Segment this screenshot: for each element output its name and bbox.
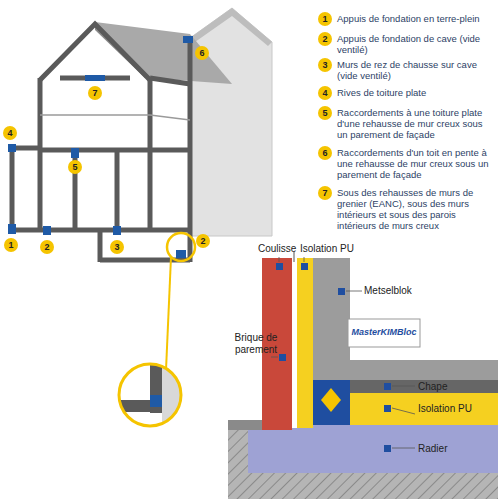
legend-text: Raccordements à une toiture plate d'une … [337,107,495,140]
legend-text: Raccordements d'un toit en pente à une r… [337,147,495,180]
legend-number: 4 [318,86,332,100]
legend-number: 2 [318,32,332,46]
legend-number: 5 [318,106,332,120]
part-label: Brique de parement [226,332,286,355]
legend-text: Appuis de fondation de cave (vide ventil… [337,33,495,55]
legend-number: 3 [318,58,332,72]
legend-text: Sous des rehausses de murs de grenier (E… [337,187,495,231]
callout-number: 4 [3,126,17,140]
part-label: Isolation PU [418,403,493,415]
logo-text: MasterKIMBloc [350,327,418,339]
legend-text: Appuis de fondation en terre-plein [337,13,495,24]
legend-number: 7 [318,186,332,200]
callout-number: 3 [110,240,124,254]
part-label: Metselblok [364,285,434,297]
legend-number: 1 [318,12,332,26]
legend-text: Murs de rez de chausse sur cave (vide ve… [337,59,495,81]
callout-number: 2 [196,234,210,248]
callout-number: 6 [195,46,209,60]
part-label: Isolation PU [300,243,370,255]
callout-number: 7 [88,86,102,100]
part-label: Radier [418,443,488,455]
part-label: Chape [418,381,488,393]
part-label: Coulisse [258,243,306,255]
callout-number: 1 [4,238,18,252]
legend-number: 6 [318,146,332,160]
legend-text: Rives de toiture plate [337,87,495,98]
callout-number: 5 [68,160,82,174]
callout-number: 2 [40,240,54,254]
